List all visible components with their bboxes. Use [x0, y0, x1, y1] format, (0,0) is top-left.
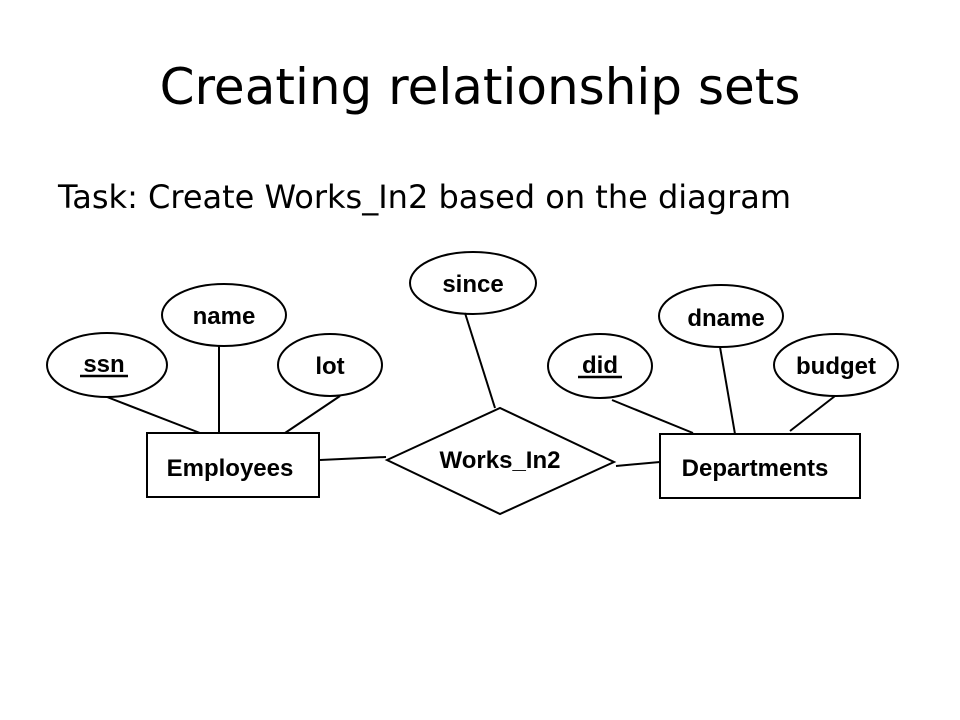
attribute-lot-ellipse: [277, 333, 383, 397]
connector-since-works-in2: [464, 312, 496, 409]
attribute-dname-ellipse: [658, 284, 784, 348]
slide-subtitle: Task: Create Works_In2 based on the diag…: [58, 178, 792, 216]
attribute-did-ellipse: [547, 333, 653, 399]
entity-departments-box: [659, 433, 861, 499]
attribute-name-label: name: [193, 303, 256, 330]
relationship-works-in2-diamond: [384, 406, 617, 516]
attribute-did-label: did: [582, 352, 618, 379]
slide-title: Creating relationship sets: [159, 58, 801, 116]
attribute-budget-label: budget: [796, 353, 876, 380]
entity-employees-label: Employees: [167, 455, 294, 482]
attribute-since-ellipse: [409, 251, 537, 315]
attribute-ssn-ellipse: [46, 332, 168, 398]
attribute-dname-label: dname: [687, 305, 764, 332]
connector-employees-works-in2: [319, 456, 387, 461]
attribute-since-label: since: [442, 271, 503, 298]
attribute-budget-ellipse: [773, 333, 899, 397]
attribute-lot-label: lot: [315, 353, 344, 380]
connector-dname-departments: [719, 346, 736, 435]
entity-employees-box: [146, 432, 320, 498]
connector-budget-departments: [789, 395, 836, 432]
connector-did-departments: [611, 399, 694, 434]
connector-works-in2-departments: [615, 461, 661, 467]
attribute-ssn-label: ssn: [83, 351, 124, 378]
connector-ssn-employees: [106, 396, 201, 434]
entity-departments-label: Departments: [682, 455, 829, 482]
attribute-name-ellipse: [161, 283, 287, 347]
connector-lot-employees: [284, 395, 341, 434]
relationship-works-in2-label: Works_In2: [440, 447, 561, 474]
